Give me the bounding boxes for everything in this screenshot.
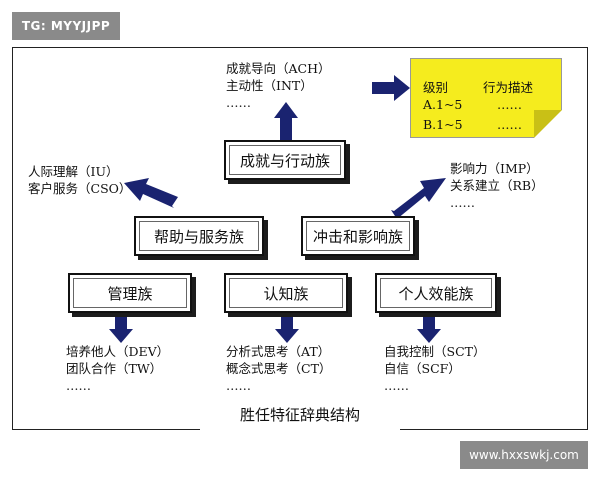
competency-item: 概念式思考（CT）: [226, 361, 332, 376]
note-row-level: A.1~5: [423, 97, 463, 112]
cluster-impact-label: 冲击和影响族: [312, 227, 403, 246]
note-row-description: ……: [497, 117, 522, 132]
cluster-cognitive-label: 认知族: [263, 284, 309, 303]
tag-badge: TG: MYYJJPP: [12, 12, 120, 40]
competency-item: 主动性（INT）: [226, 78, 313, 93]
note-header-description: 行为描述: [483, 80, 534, 95]
note-row-description: ……: [497, 97, 522, 112]
competency-item: 人际理解（IU）: [28, 164, 119, 179]
competency-item: 客户服务（CSO）: [28, 181, 132, 196]
competency-item: ……: [450, 195, 475, 210]
cluster-cognitive: 认知族: [224, 273, 348, 313]
competency-item: 关系建立（RB）: [450, 178, 544, 193]
caption-gap: [200, 425, 400, 435]
competency-item: ……: [66, 378, 91, 393]
helping-competencies: 人际理解（IU） 客户服务（CSO）: [28, 163, 131, 197]
cluster-managerial-label: 管理族: [107, 284, 153, 303]
diagram-caption: 胜任特征辞典结构: [239, 406, 360, 424]
watermark-badge: www.hxxswkj.com: [460, 441, 588, 469]
cluster-helping-label: 帮助与服务族: [153, 227, 244, 246]
competency-item: 培养他人（DEV）: [66, 344, 170, 359]
competency-item: ……: [226, 378, 251, 393]
cluster-impact: 冲击和影响族: [301, 216, 415, 256]
competency-item: 成就导向（ACH）: [226, 61, 331, 76]
competency-item: ……: [384, 378, 409, 393]
competency-item: ……: [226, 95, 251, 110]
personal-competencies: 自我控制（SCT） 自信（SCF） ……: [384, 343, 485, 394]
cluster-achievement-label: 成就与行动族: [239, 151, 330, 170]
cognitive-competencies: 分析式思考（AT） 概念式思考（CT） ……: [226, 343, 331, 394]
competency-item: 分析式思考（AT）: [226, 344, 331, 359]
cluster-achievement: 成就与行动族: [224, 140, 346, 180]
competency-item: 影响力（IMP）: [450, 161, 539, 176]
managerial-competencies: 培养他人（DEV） 团队合作（TW） ……: [66, 343, 169, 394]
level-note: 级别 行为描述 A.1~5 …… B.1~5 ……: [410, 58, 562, 138]
cluster-personal-label: 个人效能族: [398, 284, 474, 303]
competency-item: 团队合作（TW）: [66, 361, 163, 376]
note-row-level: B.1~5: [423, 117, 463, 132]
cluster-managerial: 管理族: [68, 273, 192, 313]
cluster-helping: 帮助与服务族: [134, 216, 264, 256]
cluster-personal: 个人效能族: [375, 273, 497, 313]
competency-item: 自信（SCF）: [384, 361, 461, 376]
competency-item: 自我控制（SCT）: [384, 344, 486, 359]
note-header-level: 级别: [423, 80, 449, 95]
impact-competencies: 影响力（IMP） 关系建立（RB） ……: [450, 160, 544, 211]
achievement-competencies: 成就导向（ACH） 主动性（INT） ……: [226, 60, 331, 111]
